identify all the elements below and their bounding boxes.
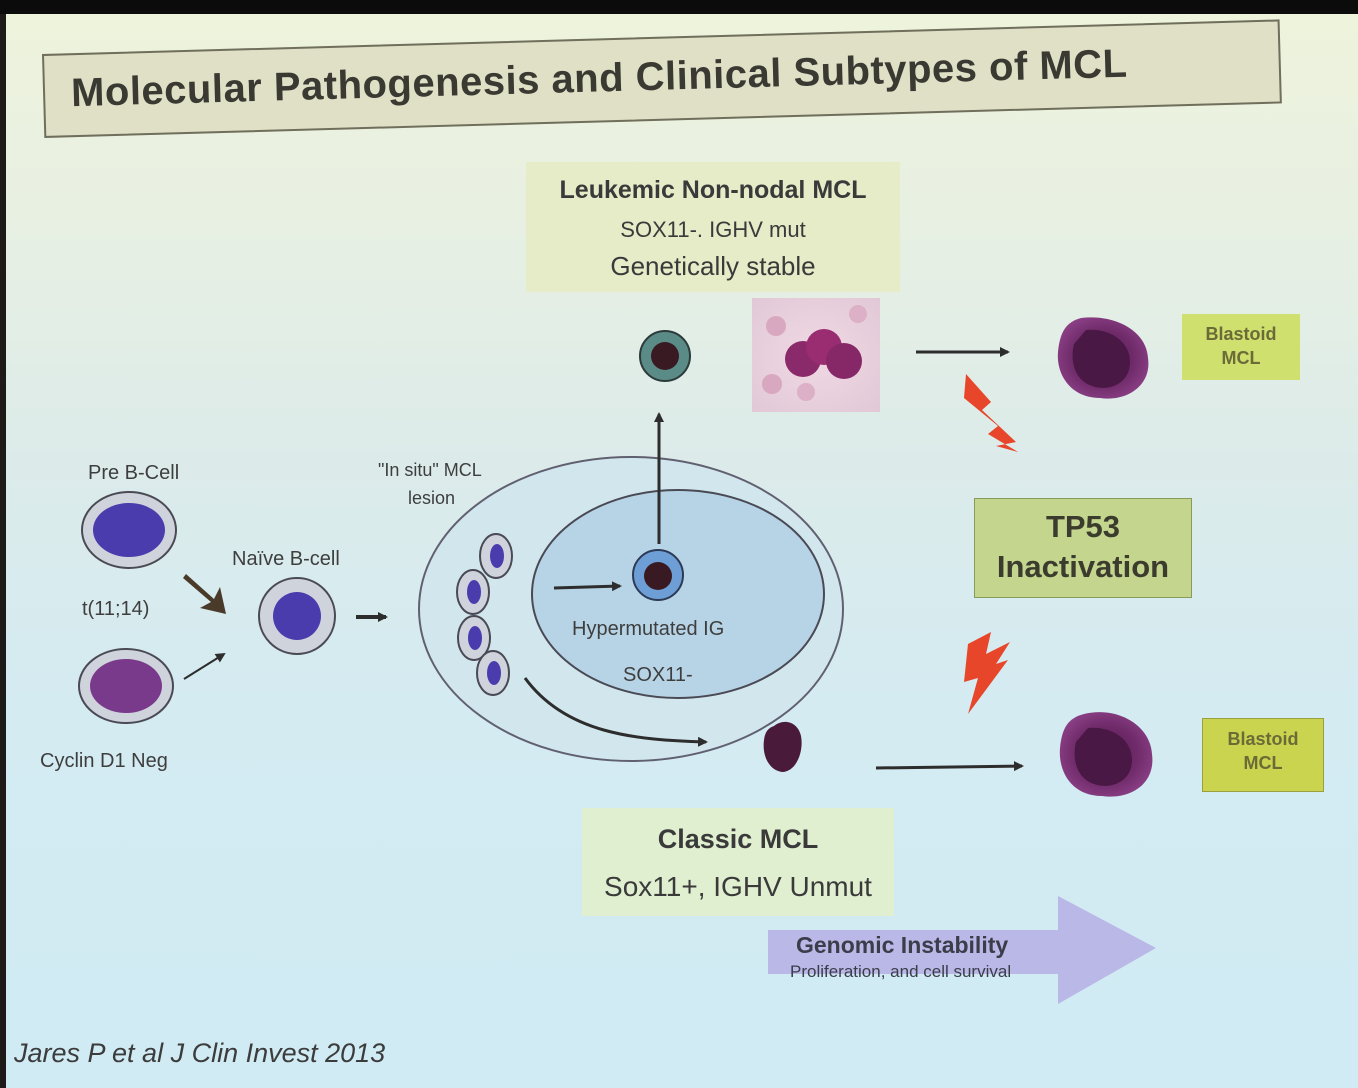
blood-smear-image xyxy=(752,298,880,412)
translocation-arrow xyxy=(183,574,226,614)
leukemic-non-nodal-box: Leukemic Non-nodal MCL SOX11-. IGHV mut … xyxy=(526,162,900,292)
inactivation-label: Inactivation xyxy=(996,549,1170,584)
slide: Molecular Pathogenesis and Clinical Subt… xyxy=(6,14,1358,1088)
pathogenesis-diagram xyxy=(78,298,1156,1004)
blastoid-cell-bottom-icon xyxy=(1059,712,1153,797)
blastoid-cell-top-icon xyxy=(1057,317,1149,399)
cyclin-d1-neg-label: Cyclin D1 Neg xyxy=(40,750,168,772)
tp53-inactivation-box: TP53 Inactivation xyxy=(974,498,1192,598)
cyclin-d1-neg-cell-icon xyxy=(78,648,174,724)
classic-heading: Classic MCL xyxy=(657,824,819,854)
germinal-center-oval xyxy=(531,489,825,699)
classic-mcl-box: Classic MCL Sox11+, IGHV Unmut xyxy=(582,808,894,916)
lightning-top-icon xyxy=(964,374,1018,452)
tp53-label: TP53 xyxy=(1045,509,1121,544)
blastoid-top-line2: MCL xyxy=(1221,348,1261,368)
top-edge xyxy=(0,0,1358,14)
blastoid-mcl-top-box: Blastoid MCL xyxy=(1182,314,1300,380)
translocation-label: t(11;14) xyxy=(82,598,150,620)
genomic-instability-subtitle: Proliferation, and cell survival xyxy=(790,962,1012,981)
naive-b-cell-icon xyxy=(258,577,336,655)
blastoid-bottom-line1: Blastoid xyxy=(1227,729,1299,749)
leukemic-markers: SOX11-. IGHV mut xyxy=(620,217,806,242)
hypermutated-ig-label: Hypermutated IG xyxy=(572,618,725,640)
lesion-cells xyxy=(456,533,513,696)
lightning-bottom-icon xyxy=(964,632,1010,714)
pre-b-cell-icon xyxy=(81,491,177,569)
to-hypermutated-arrow xyxy=(553,581,622,592)
hypermutated-cell-icon xyxy=(632,549,684,601)
naive-b-cell-label: Naïve B-cell xyxy=(232,548,340,570)
to-blastoid-bottom-arrow xyxy=(875,761,1024,772)
citation: Jares P et al J Clin Invest 2013 xyxy=(14,1038,386,1068)
to-classic-arrow xyxy=(523,677,708,747)
cyclin-arrow xyxy=(183,652,226,680)
genomic-instability-arrow xyxy=(768,896,1156,1004)
in-situ-label-line2: lesion xyxy=(408,488,456,508)
blastoid-bottom-line2: MCL xyxy=(1243,753,1283,773)
classic-markers: Sox11+, IGHV Unmut xyxy=(604,871,872,902)
leukemic-heading: Leukemic Non-nodal MCL xyxy=(559,176,867,204)
pre-b-cell-label: Pre B-Cell xyxy=(88,462,180,484)
leukemic-stability: Genetically stable xyxy=(610,251,816,281)
classic-cell-icon xyxy=(763,721,802,772)
sox11-neg-label: SOX11- xyxy=(623,664,693,686)
in-situ-label-line1: "In situ" MCL xyxy=(378,460,482,480)
blastoid-mcl-bottom-box: Blastoid MCL xyxy=(1202,718,1324,792)
blastoid-top-line1: Blastoid xyxy=(1205,324,1277,344)
genomic-instability-title: Genomic Instability xyxy=(796,932,1009,958)
leukemic-cell-icon xyxy=(639,330,691,382)
